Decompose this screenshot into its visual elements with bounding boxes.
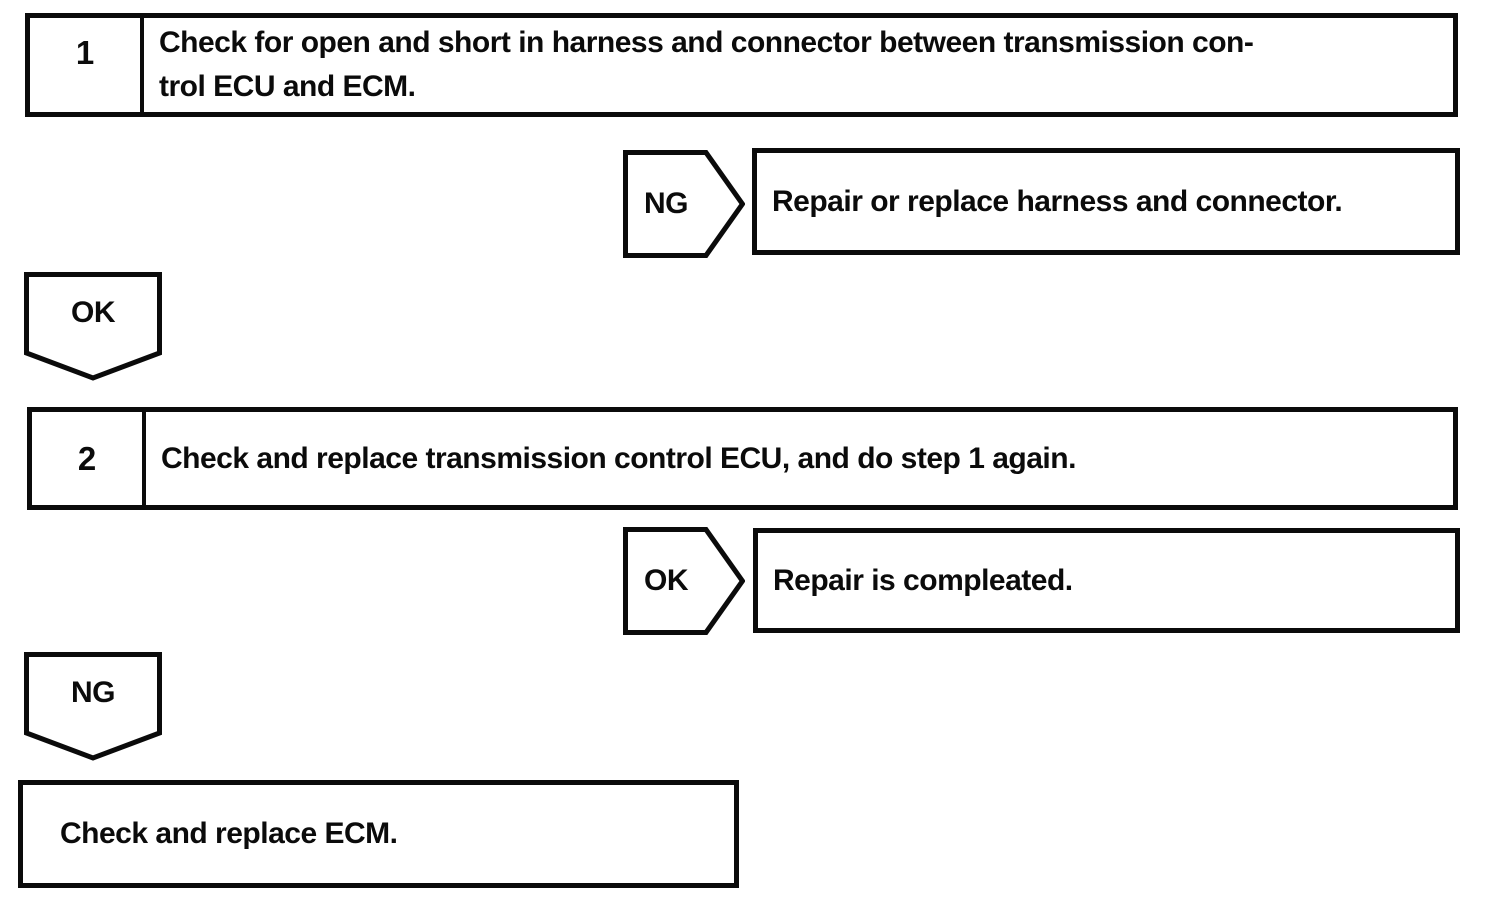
repair-harness-box: Repair or replace harness and connector. — [752, 148, 1460, 255]
step-1-text: Check for open and short in harness and … — [144, 18, 1453, 112]
final-ecm-box: Check and replace ECM. — [18, 780, 739, 888]
repair-harness-text: Repair or replace harness and connector. — [772, 184, 1343, 218]
ok-down-pentagon-shape — [24, 272, 162, 381]
step-2-number: 2 — [32, 412, 146, 505]
ng-right-pentagon-shape — [623, 150, 745, 258]
ng-branch-arrow: NG — [623, 150, 745, 258]
final-ecm-text: Check and replace ECM. — [60, 817, 398, 850]
step-1-text-line-2: trol ECU and ECM. — [159, 70, 416, 103]
step-2-text-wrap: Check and replace transmission control E… — [146, 412, 1453, 505]
ok-down-pentagon-icon — [24, 272, 162, 381]
step-1-text-line-1: Check for open and short in harness and … — [159, 26, 1254, 59]
step-2-box: 2 Check and replace transmission control… — [27, 407, 1458, 510]
ok-right-pentagon-shape — [623, 527, 745, 635]
ng-down-arrow: NG — [24, 652, 162, 762]
ng-down-pentagon-icon — [24, 652, 162, 761]
step-1-number: 1 — [30, 18, 144, 112]
ok-down-label: OK — [71, 296, 116, 329]
step-2-text: Check and replace transmission control E… — [161, 441, 1076, 475]
step-1-box: 1 Check for open and short in harness an… — [25, 13, 1458, 117]
repair-completed-box: Repair is compleated. — [753, 528, 1460, 633]
ok-down-arrow: OK — [24, 272, 162, 382]
ng-branch-label: NG — [644, 187, 689, 220]
ok-branch-arrow: OK — [623, 527, 745, 635]
ok-branch-label: OK — [644, 564, 689, 597]
ok-right-pentagon-icon — [623, 527, 745, 635]
ng-right-pentagon-icon — [623, 150, 745, 258]
ng-down-label: NG — [71, 676, 116, 709]
repair-completed-text: Repair is compleated. — [773, 563, 1073, 597]
ng-down-pentagon-shape — [24, 652, 162, 761]
